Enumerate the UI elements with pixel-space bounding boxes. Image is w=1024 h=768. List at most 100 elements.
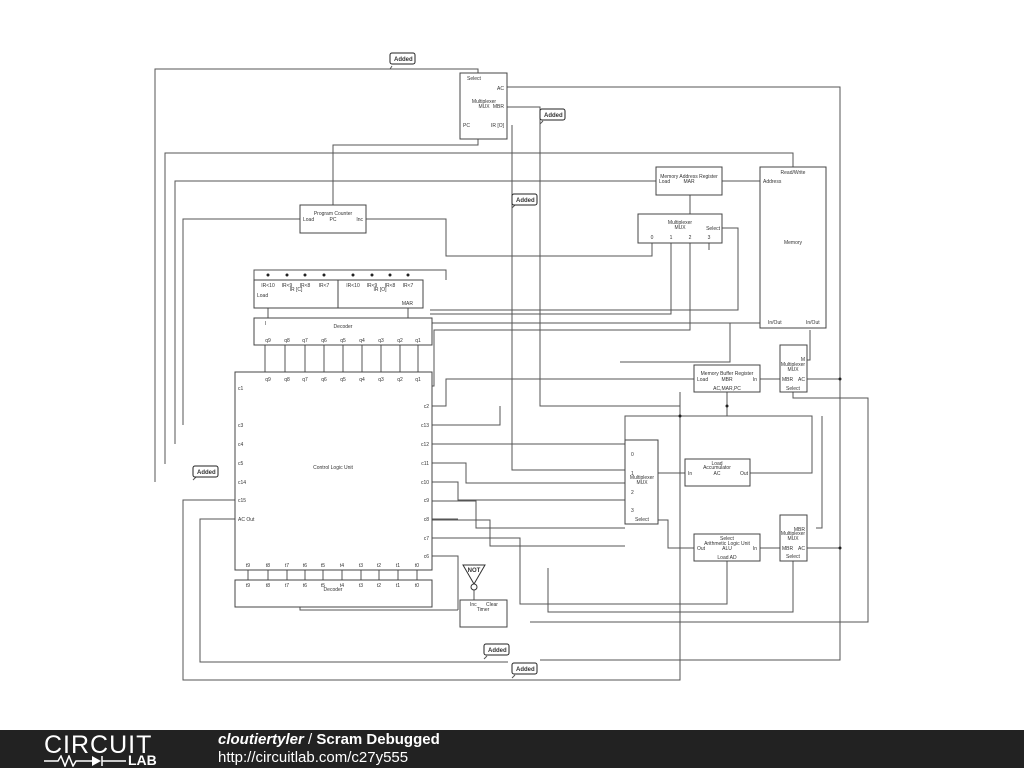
svg-text:IR [O]: IR [O] bbox=[491, 123, 505, 129]
svg-text:q2: q2 bbox=[397, 338, 403, 344]
svg-text:Load: Load bbox=[711, 461, 722, 467]
svg-text:Added: Added bbox=[394, 57, 413, 63]
circuit-url[interactable]: http://circuitlab.com/c27y555 bbox=[218, 749, 409, 766]
svg-text:t6: t6 bbox=[303, 563, 307, 569]
svg-text:Added: Added bbox=[516, 667, 535, 673]
svg-text:I: I bbox=[265, 321, 266, 327]
svg-text:q5: q5 bbox=[340, 377, 346, 383]
svg-text:q5: q5 bbox=[340, 338, 346, 344]
memory-buffer-register: Memory Buffer Register Load MBR In AC,MA… bbox=[693, 364, 761, 393]
logo-lab-text: LAB bbox=[128, 752, 157, 768]
svg-text:MBR: MBR bbox=[493, 104, 505, 110]
svg-text:Load: Load bbox=[659, 179, 670, 185]
multiplexer-mar-source: Multiplexer MUX Select 0 1 2 3 bbox=[637, 213, 723, 244]
svg-text:MBR: MBR bbox=[794, 527, 806, 533]
svg-text:Memory Address Register: Memory Address Register bbox=[660, 174, 718, 180]
svg-text:c7: c7 bbox=[424, 536, 430, 542]
added-tag: Added bbox=[511, 193, 538, 209]
memory-block: Read/Write Address Memory In/Out In/Out bbox=[759, 166, 827, 329]
svg-text:q1: q1 bbox=[415, 338, 421, 344]
svg-text:Multiplexer: Multiplexer bbox=[781, 531, 806, 537]
svg-text:In/Out: In/Out bbox=[768, 320, 782, 326]
svg-text:q9: q9 bbox=[265, 377, 271, 383]
svg-text:Multiplexer: Multiplexer bbox=[630, 475, 655, 481]
svg-text:t6: t6 bbox=[303, 583, 307, 589]
svg-text:IR<7: IR<7 bbox=[403, 283, 414, 289]
svg-text:Inc: Inc bbox=[470, 602, 477, 608]
svg-text:c13: c13 bbox=[421, 423, 429, 429]
svg-text:Multiplexer: Multiplexer bbox=[668, 220, 693, 226]
svg-text:t8: t8 bbox=[266, 563, 270, 569]
svg-text:Clear: Clear bbox=[486, 602, 498, 608]
svg-text:Select: Select bbox=[720, 536, 735, 542]
svg-text:Select: Select bbox=[786, 386, 801, 392]
svg-text:c4: c4 bbox=[238, 442, 244, 448]
svg-text:c15: c15 bbox=[238, 498, 246, 504]
svg-text:MBR: MBR bbox=[782, 546, 794, 552]
svg-text:t8: t8 bbox=[266, 583, 270, 589]
multiplexer-mbr-source: M Multiplexer MUX MBR AC Select bbox=[779, 344, 808, 393]
svg-text:Load: Load bbox=[697, 377, 708, 383]
svg-text:Read/Write: Read/Write bbox=[781, 170, 806, 176]
svg-text:q7: q7 bbox=[302, 338, 308, 344]
svg-text:t0: t0 bbox=[415, 563, 419, 569]
svg-text:Memory: Memory bbox=[784, 240, 803, 246]
added-tag: Added bbox=[389, 52, 416, 70]
svg-text:c12: c12 bbox=[421, 442, 429, 448]
svg-text:q4: q4 bbox=[359, 377, 365, 383]
svg-text:Added: Added bbox=[544, 113, 563, 119]
multiplexer-alu-source: MBR Multiplexer MUX MBR AC Select bbox=[779, 514, 808, 562]
svg-text:AC: AC bbox=[798, 377, 805, 383]
instruction-register: IR<10 IR<9 IR<8 IR<7 IR [C] IR<10 IR<9 I… bbox=[253, 279, 424, 309]
svg-text:MUX: MUX bbox=[787, 536, 799, 542]
svg-text:Added: Added bbox=[516, 198, 535, 204]
svg-text:Select: Select bbox=[786, 554, 801, 560]
footer-bar: CIRCUIT LAB cloutiertyler / Scram Debugg… bbox=[0, 730, 1024, 768]
svg-text:t9: t9 bbox=[246, 563, 250, 569]
credit-separator: / bbox=[303, 731, 317, 748]
svg-text:t7: t7 bbox=[285, 583, 289, 589]
svg-text:IR [C]: IR [C] bbox=[290, 287, 303, 293]
svg-text:In/Out: In/Out bbox=[806, 320, 820, 326]
circuit-title[interactable]: Scram Debugged bbox=[316, 731, 440, 748]
svg-text:ALU: ALU bbox=[722, 546, 732, 552]
svg-text:Address: Address bbox=[763, 179, 782, 185]
svg-text:Out: Out bbox=[740, 471, 749, 477]
circuit-credit: cloutiertyler / Scram Debugged bbox=[218, 731, 440, 748]
svg-text:q1: q1 bbox=[415, 377, 421, 383]
svg-text:t5: t5 bbox=[321, 583, 325, 589]
svg-text:t1: t1 bbox=[396, 583, 400, 589]
svg-text:0: 0 bbox=[651, 235, 654, 241]
svg-text:1: 1 bbox=[670, 235, 673, 241]
svg-text:q7: q7 bbox=[302, 377, 308, 383]
svg-text:t1: t1 bbox=[396, 563, 400, 569]
svg-text:Load: Load bbox=[257, 293, 268, 299]
author-link[interactable]: cloutiertyler bbox=[218, 731, 304, 748]
program-counter: Program Counter Load PC Inc bbox=[299, 204, 367, 234]
svg-text:NOT: NOT bbox=[468, 568, 481, 574]
svg-text:MUX: MUX bbox=[787, 367, 799, 373]
added-tag: Added bbox=[511, 662, 538, 679]
svg-text:t3: t3 bbox=[359, 583, 363, 589]
svg-text:IR<10: IR<10 bbox=[346, 283, 360, 289]
svg-text:IR<8: IR<8 bbox=[300, 283, 311, 289]
svg-text:c5: c5 bbox=[238, 461, 244, 467]
svg-text:AC: AC bbox=[497, 86, 504, 92]
svg-text:In: In bbox=[688, 471, 692, 477]
junction-dots bbox=[266, 273, 842, 550]
svg-text:q3: q3 bbox=[378, 338, 384, 344]
svg-text:t2: t2 bbox=[377, 583, 381, 589]
svg-text:Load: Load bbox=[303, 217, 314, 223]
svg-text:q6: q6 bbox=[321, 377, 327, 383]
svg-text:q6: q6 bbox=[321, 338, 327, 344]
svg-text:Accumulator: Accumulator bbox=[703, 465, 731, 471]
svg-text:Arithmetic Logic Unit: Arithmetic Logic Unit bbox=[704, 541, 750, 547]
circuitlab-logo[interactable]: CIRCUIT LAB bbox=[44, 732, 174, 768]
added-tag: Added bbox=[483, 643, 510, 660]
svg-text:q4: q4 bbox=[359, 338, 365, 344]
svg-text:M: M bbox=[801, 357, 805, 363]
arithmetic-logic-unit: Select Arithmetic Logic Unit ALU Out In … bbox=[693, 533, 761, 562]
svg-text:Multiplexer: Multiplexer bbox=[781, 362, 806, 368]
svg-text:Decoder: Decoder bbox=[334, 324, 353, 330]
svg-text:MBR: MBR bbox=[721, 377, 733, 383]
